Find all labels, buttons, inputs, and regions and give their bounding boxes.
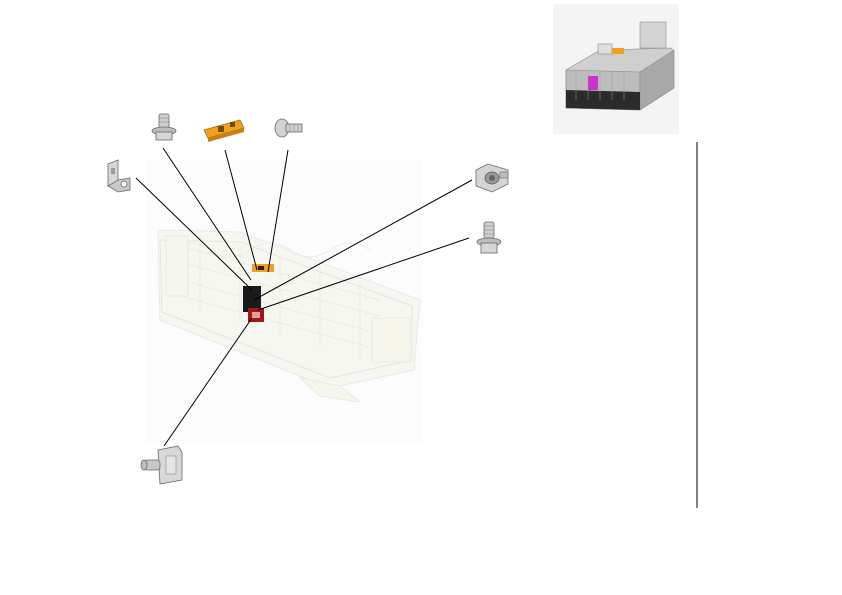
leader-bracket-plate [135, 177, 253, 291]
fuser-assembly-ghost [146, 160, 422, 444]
actuator-icon[interactable] [203, 119, 245, 142]
bracket-plate-icon[interactable] [107, 159, 131, 193]
leader-lines [135, 147, 473, 447]
pan-screw-icon[interactable] [274, 118, 303, 138]
sensor-bracket-icon[interactable] [140, 445, 183, 485]
spring-holder-icon[interactable] [475, 163, 509, 193]
flange-screw-icon[interactable] [476, 221, 502, 254]
leader-flange-screw-right [257, 237, 470, 311]
flange-screw-icon[interactable] [151, 113, 177, 141]
leader-flange-screw-top [162, 147, 252, 281]
leader-sensor-bracket [163, 317, 253, 447]
leader-pan-screw [267, 149, 289, 273]
fuser-unit-thumbnail-icon [553, 4, 679, 134]
leader-spring-holder [253, 179, 473, 301]
leader-orange-actuator [224, 149, 258, 271]
